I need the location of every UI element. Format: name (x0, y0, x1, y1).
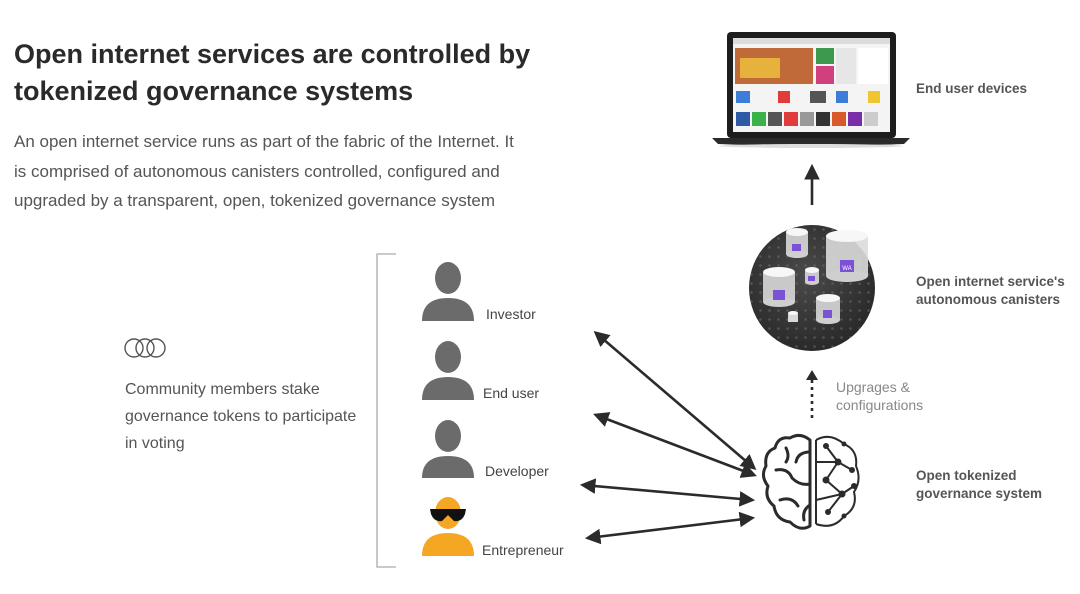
end-user-avatar-icon (422, 341, 474, 400)
community-description: Community members stake governance token… (125, 381, 357, 452)
arrow-developer (579, 478, 756, 507)
stakeholder-label-investor: Investor (486, 306, 536, 322)
devices-label: End user devices (916, 81, 1028, 96)
canister-badge: WA (842, 266, 851, 272)
page-title: Open internet services are controlled by… (14, 39, 531, 106)
stakeholder-label-developer: Developer (485, 463, 549, 479)
arrow-end-user (593, 412, 757, 478)
stakeholder-label-end-user: End user (483, 385, 540, 401)
stakeholder-label-entrepreneur: Entrepreneur (482, 542, 564, 558)
canisters-label: Open internet service's autonomous canis… (916, 274, 1065, 307)
brain-circuit (815, 435, 860, 527)
arrow-entrepreneur (584, 511, 756, 545)
governance-label: Open tokenized governance system (916, 468, 1043, 501)
investor-avatar-icon (422, 262, 474, 321)
intro-paragraph: An open internet service runs as part of… (14, 132, 514, 210)
upgrades-label: Upgrages & configurations (836, 379, 924, 413)
canister-cylinders (763, 228, 868, 324)
developer-avatar-icon (422, 420, 474, 478)
entrepreneur-avatar-icon (422, 497, 474, 556)
